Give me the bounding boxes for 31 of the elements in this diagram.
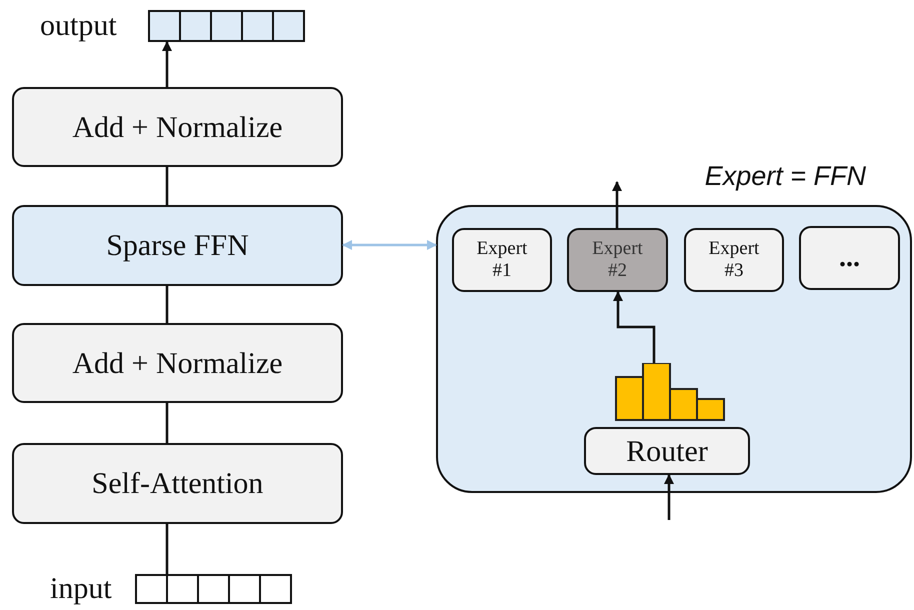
arrow	[664, 474, 674, 520]
box-label: Add + Normalize	[72, 110, 283, 144]
arrow	[612, 181, 622, 228]
ellipsis-text: ...	[839, 242, 860, 274]
box-label: Add + Normalize	[72, 346, 283, 380]
layer-box	[12, 323, 343, 403]
arrow	[342, 240, 437, 250]
box-label: Self-Attention	[92, 467, 264, 500]
layer-box	[12, 205, 343, 286]
expert-box	[799, 226, 900, 290]
router-box	[584, 427, 750, 475]
vector-label: input	[50, 574, 112, 604]
layer-box	[12, 443, 343, 524]
arrow	[162, 41, 172, 87]
box-label: Expert #3	[708, 238, 760, 282]
expert-box	[452, 228, 552, 292]
connector-line	[166, 167, 168, 205]
box-label: Expert #2	[591, 238, 644, 282]
layer-box	[12, 87, 343, 167]
vector-label: output	[40, 11, 117, 41]
connector-line	[166, 286, 168, 323]
expert-box	[684, 228, 784, 292]
connector-line	[166, 524, 168, 574]
box-label: Expert #1	[476, 238, 528, 282]
box-label: Router	[626, 434, 708, 468]
bar-chart-icon	[615, 363, 725, 421]
expert-box	[567, 228, 668, 292]
box-label: Sparse FFN	[106, 229, 249, 262]
panel-heading: Expert = FFN	[704, 161, 866, 192]
connector-line	[166, 403, 168, 443]
arrow	[613, 291, 656, 363]
